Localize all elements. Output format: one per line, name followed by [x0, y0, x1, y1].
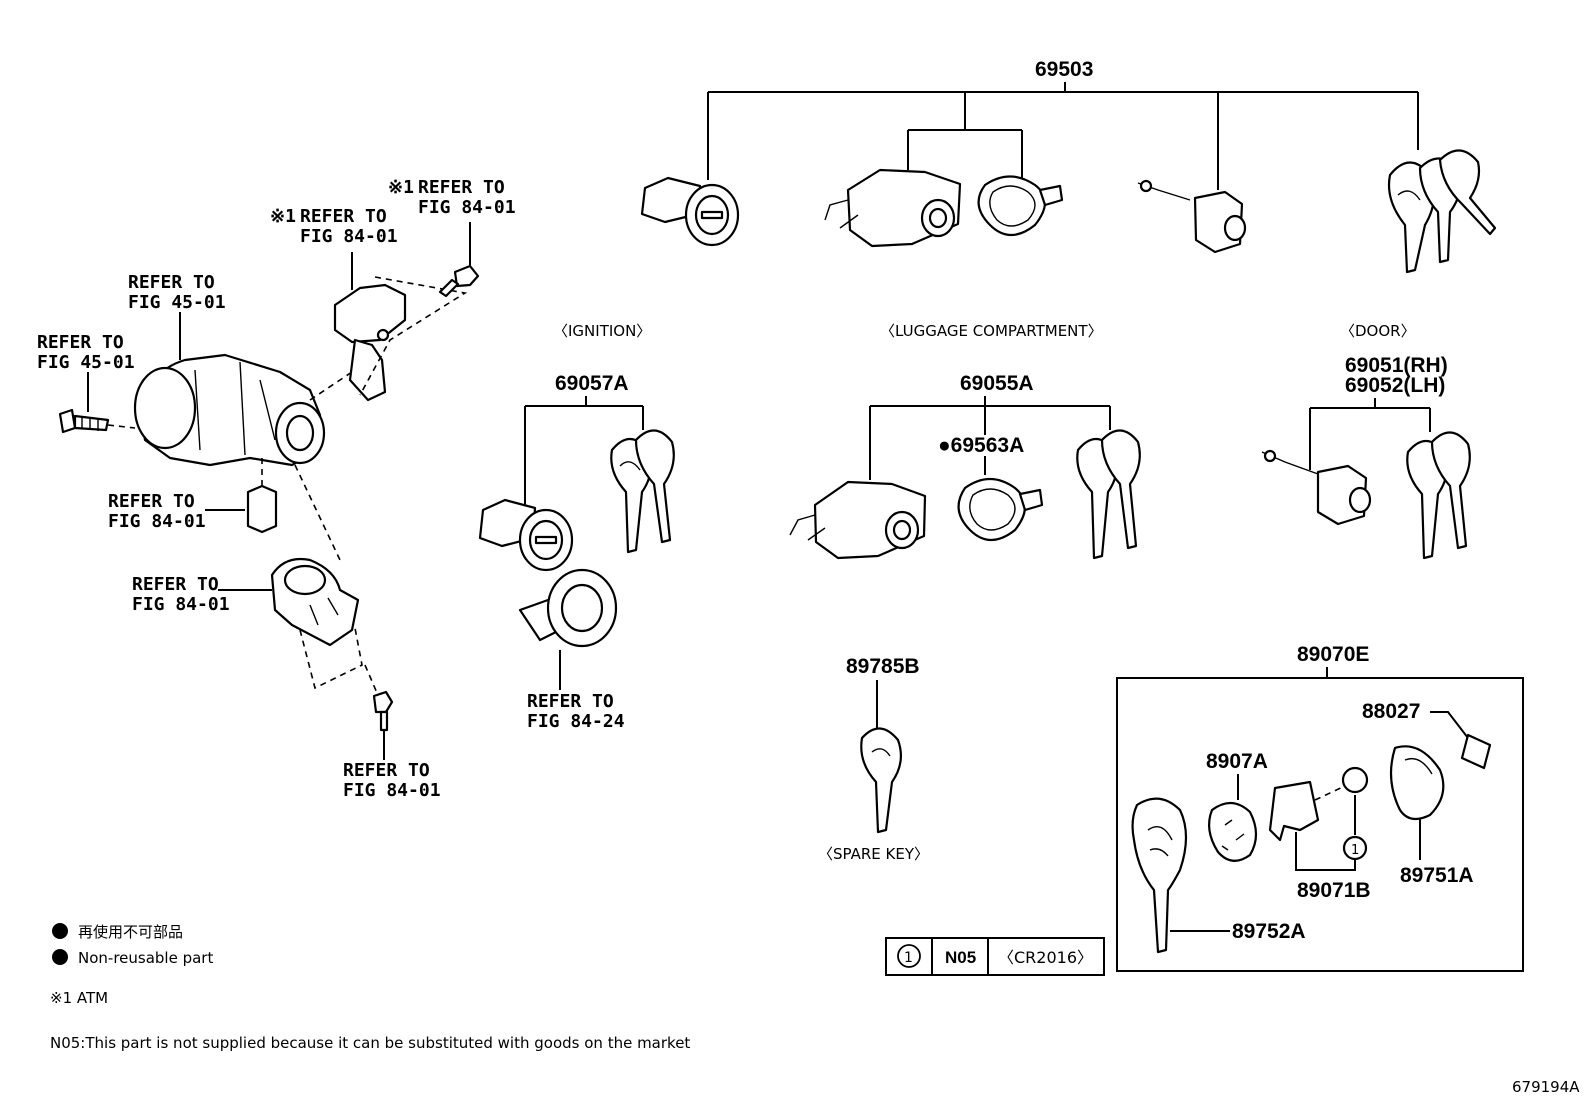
door-lock-set-icon — [1261, 449, 1372, 526]
battery-table: 1 N05 〈CR2016〉 — [885, 937, 1105, 976]
callout-89752A[interactable]: 89752A — [1232, 920, 1306, 943]
spare-key-icon — [860, 727, 903, 834]
callout-69563A[interactable]: ●69563A — [938, 434, 1024, 457]
svg-text:FIG 84-01: FIG 84-01 — [108, 511, 206, 532]
luggage-lock-icon — [824, 168, 962, 248]
legend-atm: ※1 ATM — [50, 989, 108, 1007]
filled-dot-icon — [52, 949, 68, 965]
group-label-spare: 〈SPARE KEY〉 — [818, 845, 929, 863]
svg-text:REFER TO: REFER TO — [418, 177, 505, 198]
legend: 再使用不可部品 Non-reusable part ※1 ATM N05:Thi… — [50, 923, 690, 1052]
callout-89071B[interactable]: 89071B — [1297, 879, 1371, 902]
callout-69057A[interactable]: 69057A — [555, 372, 629, 395]
svg-text:REFER TO: REFER TO — [37, 332, 124, 353]
refer-fig-84-01-b[interactable]: ※1 REFER TO FIG 84-01 — [388, 177, 516, 218]
remote-key-icon — [1131, 797, 1188, 954]
callout-89070E[interactable]: 89070E — [1297, 643, 1369, 666]
group-label-ignition: 〈IGNITION〉 — [553, 322, 651, 340]
svg-text:FIG 84-01: FIG 84-01 — [300, 226, 398, 247]
svg-text:REFER TO: REFER TO — [128, 272, 215, 293]
screw-upper-icon — [438, 264, 480, 298]
battery-icon — [1341, 766, 1369, 794]
rubber-pad-icon — [1207, 801, 1258, 862]
svg-text:1: 1 — [1351, 843, 1359, 858]
callout-69051[interactable]: 69051(RH) — [1345, 354, 1448, 377]
svg-text:FIG 45-01: FIG 45-01 — [128, 292, 226, 313]
svg-text:REFER TO: REFER TO — [300, 206, 387, 227]
key-interlock-solenoid-icon — [333, 283, 407, 402]
svg-text:FIG 84-01: FIG 84-01 — [132, 594, 230, 615]
key-set-ignition-icon — [610, 429, 675, 554]
svg-text:FIG 84-01: FIG 84-01 — [418, 197, 516, 218]
svg-text:1: 1 — [904, 950, 913, 966]
battery-marker-icon — [1342, 835, 1368, 861]
svg-text:FIG 84-24: FIG 84-24 — [527, 711, 625, 732]
ignition-cylinder-icon — [640, 176, 740, 247]
screw-lower-icon — [372, 690, 394, 732]
callout-69503[interactable]: 69503 — [1035, 58, 1093, 81]
group-label-door: 〈DOOR〉 — [1340, 322, 1416, 340]
callout-88027[interactable]: 88027 — [1362, 700, 1420, 723]
ignition-cylinder-set-icon — [478, 498, 574, 572]
callout-69052[interactable]: 69052(LH) — [1345, 374, 1445, 397]
refer-fig-84-01-e[interactable]: REFER TO FIG 84-01 — [343, 760, 441, 801]
refer-fig-84-01-d[interactable]: REFER TO FIG 84-01 — [132, 574, 230, 615]
kit-box-89070E — [1116, 677, 1524, 972]
svg-text:〈CR2016〉: 〈CR2016〉 — [998, 948, 1093, 967]
svg-text:REFER TO: REFER TO — [132, 574, 219, 595]
key-set-top-icon — [1387, 149, 1497, 274]
legend-en: Non-reusable part — [78, 949, 213, 967]
svg-text:※1: ※1 — [270, 206, 296, 227]
label-sticker-icon — [1460, 733, 1492, 770]
tree-69503: 69503 — [707, 58, 1419, 190]
ignition-bezel-icon — [518, 568, 618, 648]
svg-text:N05: N05 — [945, 948, 976, 967]
refer-fig-84-01-a[interactable]: ※1 REFER TO FIG 84-01 — [270, 206, 398, 247]
ignition-switch-icon — [270, 557, 360, 647]
refer-fig-45-01-b[interactable]: REFER TO FIG 45-01 — [37, 332, 135, 373]
svg-text:FIG 45-01: FIG 45-01 — [37, 352, 135, 373]
refer-fig-84-24[interactable]: REFER TO FIG 84-24 — [527, 691, 625, 732]
callout-8907A[interactable]: 8907A — [1206, 750, 1268, 773]
bolt-left-icon — [58, 408, 110, 434]
callout-89751A[interactable]: 89751A — [1400, 864, 1474, 887]
group-label-luggage: 〈LUGGAGE COMPARTMENT〉 — [880, 322, 1103, 340]
luggage-gasket-icon — [977, 175, 1064, 237]
legend-jp: 再使用不可部品 — [78, 923, 183, 941]
refer-fig-45-01-a[interactable]: REFER TO FIG 45-01 — [128, 272, 226, 313]
svg-text:REFER TO: REFER TO — [108, 491, 195, 512]
tree-69055A: 69055A ●69563A — [869, 372, 1111, 480]
legend-n05: N05:This part is not supplied because it… — [50, 1034, 690, 1052]
luggage-lock-set-icon — [789, 480, 927, 560]
filled-dot-icon — [52, 923, 68, 939]
leader-89071B — [1295, 795, 1356, 871]
svg-text:※1: ※1 — [388, 177, 414, 198]
circuit-board-icon — [1268, 780, 1320, 842]
svg-text:REFER TO: REFER TO — [527, 691, 614, 712]
svg-text:REFER TO: REFER TO — [343, 760, 430, 781]
key-set-luggage-icon — [1076, 429, 1141, 560]
luggage-gasket-set-icon — [957, 477, 1044, 542]
switch-small-icon — [246, 484, 278, 534]
figure-id: 679194A — [1512, 1078, 1580, 1096]
refer-fig-84-01-c[interactable]: REFER TO FIG 84-01 — [108, 491, 206, 532]
key-set-door-icon — [1406, 431, 1471, 560]
steering-lock-housing-icon — [133, 353, 326, 467]
leader-88027 — [1430, 711, 1469, 739]
callout-89785B[interactable]: 89785B — [846, 655, 920, 678]
tree-69057A: 69057A — [524, 372, 644, 505]
door-lock-icon — [1137, 179, 1247, 254]
callout-69055A[interactable]: 69055A — [960, 372, 1034, 395]
remote-case-icon — [1389, 745, 1445, 821]
svg-text:FIG 84-01: FIG 84-01 — [343, 780, 441, 801]
tree-69051: 69051(RH) 69052(LH) — [1309, 354, 1448, 470]
